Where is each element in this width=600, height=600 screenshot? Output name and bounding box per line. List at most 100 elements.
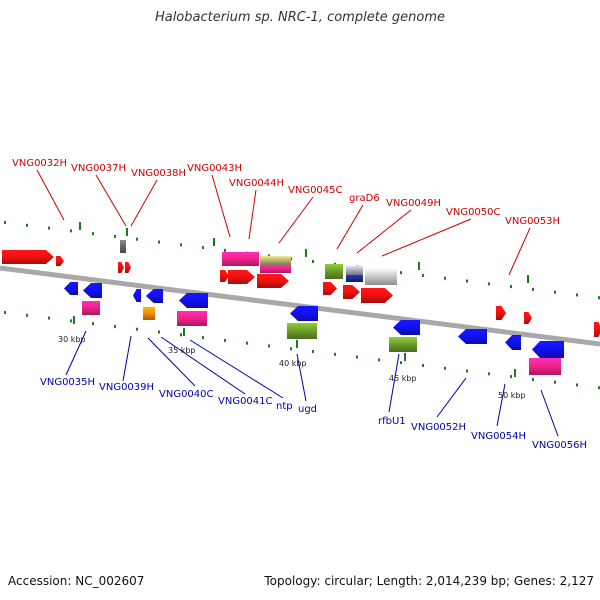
gene-label-bottom[interactable]: VNG0039H <box>99 382 154 393</box>
ruler-dot <box>114 234 116 238</box>
gene-label-top[interactable]: VNG0044H <box>229 178 284 189</box>
gene-label-bottom[interactable]: VNG0040C <box>159 389 214 400</box>
gene-feature[interactable] <box>125 262 131 273</box>
leader-line <box>336 204 364 250</box>
ruler-dot <box>224 248 226 252</box>
leader-line <box>388 353 400 413</box>
ruler-dot <box>158 330 160 334</box>
ruler-major-tick <box>514 369 516 377</box>
gene-feature[interactable] <box>393 320 420 335</box>
ruler-dot <box>466 279 468 283</box>
ruler-dot <box>70 229 72 233</box>
gene-feature[interactable] <box>220 270 229 282</box>
gene-feature[interactable] <box>290 306 318 321</box>
gene-label-bottom[interactable]: VNG0035H <box>40 377 95 388</box>
gene-feature[interactable] <box>458 329 487 344</box>
gene-label-top[interactable]: VNG0043H <box>187 163 242 174</box>
gene-feature[interactable] <box>496 306 506 320</box>
gene-feature[interactable] <box>232 252 259 266</box>
gene-feature[interactable] <box>529 358 561 375</box>
ruler-dot <box>554 380 556 384</box>
gene-label-top[interactable]: VNG0050C <box>446 207 501 218</box>
leader-line <box>381 218 472 257</box>
gene-feature[interactable] <box>389 337 417 352</box>
gene-feature[interactable] <box>118 262 124 273</box>
gene-feature[interactable] <box>260 265 291 273</box>
ruler-dot <box>114 324 116 328</box>
ruler-dot <box>70 319 72 323</box>
leader-line <box>296 353 307 402</box>
gene-feature[interactable] <box>133 289 141 302</box>
gene-label-bottom[interactable]: rfbU1 <box>378 416 406 427</box>
gene-feature[interactable] <box>146 289 163 303</box>
gene-label-top[interactable]: VNG0053H <box>505 216 560 227</box>
gene-label-bottom[interactable]: VNG0041C <box>218 396 273 407</box>
ruler-dot <box>136 237 138 241</box>
gene-feature[interactable] <box>120 240 126 253</box>
ruler-dot <box>92 322 94 326</box>
gene-label-bottom[interactable]: ntp <box>276 401 293 412</box>
gene-feature[interactable] <box>179 293 208 308</box>
leader-line <box>130 179 158 227</box>
ruler-dot <box>290 347 292 351</box>
gene-feature[interactable] <box>505 335 521 350</box>
gene-feature[interactable] <box>343 285 360 299</box>
gene-feature[interactable] <box>532 341 564 358</box>
gene-label-bottom[interactable]: VNG0052H <box>411 422 466 433</box>
ruler-dot <box>400 361 402 365</box>
leader-line <box>36 169 65 221</box>
ruler-dot <box>510 375 512 379</box>
gene-label-top[interactable]: VNG0038H <box>131 168 186 179</box>
gene-label-top[interactable]: VNG0037H <box>71 163 126 174</box>
ruler-dot <box>26 313 28 317</box>
gene-feature[interactable] <box>346 266 363 275</box>
gene-feature[interactable] <box>365 268 397 285</box>
ruler-dot <box>4 311 6 315</box>
gene-feature[interactable] <box>287 323 317 339</box>
gene-feature[interactable] <box>143 307 155 320</box>
ruler-dot <box>268 254 270 258</box>
ruler-major-tick <box>527 275 529 283</box>
scale-label: 45 kbp <box>389 374 417 383</box>
ruler-dot <box>532 287 534 291</box>
gene-feature[interactable] <box>346 275 363 282</box>
ruler-dot <box>400 271 402 275</box>
gene-label-bottom[interactable]: ugd <box>298 404 317 415</box>
ruler-dot <box>202 246 204 250</box>
gene-label-top[interactable]: VNG0032H <box>12 158 67 169</box>
ruler-dot <box>180 333 182 337</box>
gene-label-bottom[interactable]: VNG0056H <box>532 440 587 451</box>
ruler-dot <box>48 316 50 320</box>
ruler-dot <box>510 285 512 289</box>
gene-feature[interactable] <box>64 282 78 295</box>
gene-feature[interactable] <box>2 250 54 264</box>
gene-feature[interactable] <box>56 256 64 266</box>
ruler-dot <box>576 293 578 297</box>
gene-label-top[interactable]: VNG0045C <box>288 185 343 196</box>
gene-feature[interactable] <box>177 311 207 326</box>
gene-feature[interactable] <box>257 274 289 288</box>
leader-line <box>65 330 87 376</box>
gene-feature[interactable] <box>594 322 600 337</box>
gene-feature[interactable] <box>325 264 343 279</box>
gene-label-bottom[interactable]: VNG0054H <box>471 431 526 442</box>
gene-feature[interactable] <box>323 282 337 295</box>
gene-label-top[interactable]: VNG0049H <box>386 198 441 209</box>
gene-feature[interactable] <box>524 312 532 324</box>
accession-text: Accession: NC_002607 <box>8 574 145 588</box>
ruler-dot <box>334 352 336 356</box>
gene-feature[interactable] <box>222 252 232 266</box>
gene-label-top[interactable]: graD6 <box>349 193 380 204</box>
gene-feature[interactable] <box>260 256 291 265</box>
gene-feature[interactable] <box>83 283 102 298</box>
gene-feature[interactable] <box>361 288 393 303</box>
ruler-dots <box>4 221 600 390</box>
leader-line <box>95 174 127 227</box>
label-leaders <box>36 169 559 437</box>
ruler-dot <box>554 290 556 294</box>
gene-feature[interactable] <box>228 270 255 284</box>
gene-feature[interactable] <box>82 301 100 315</box>
ruler-major-tick <box>73 316 75 324</box>
ruler-major-tick <box>79 222 81 230</box>
ruler-dot <box>488 282 490 286</box>
